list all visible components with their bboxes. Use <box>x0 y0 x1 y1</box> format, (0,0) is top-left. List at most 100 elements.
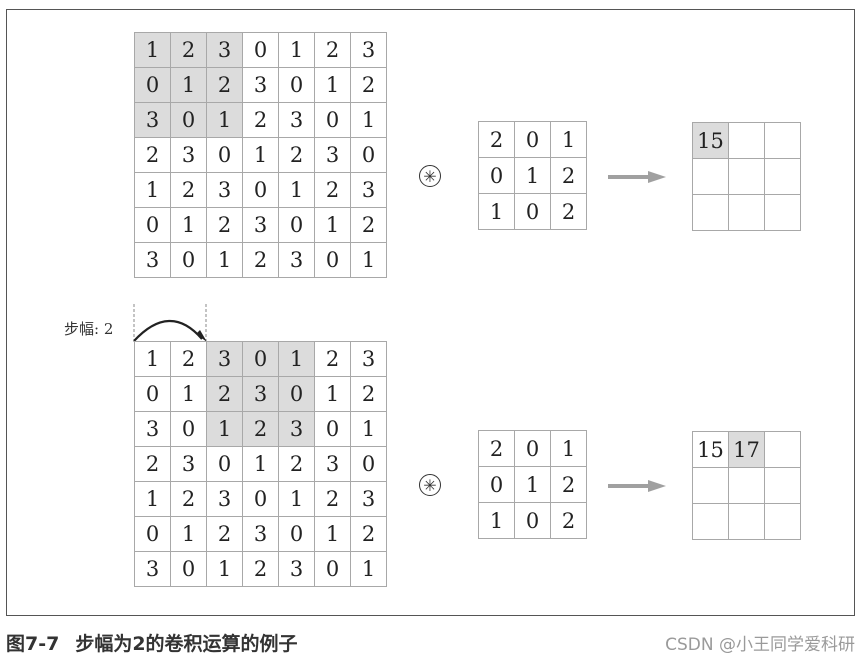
cell: 0 <box>134 207 171 243</box>
cell: 1 <box>206 242 243 278</box>
cell: 1 <box>278 481 315 517</box>
cell: 3 <box>314 446 351 482</box>
cell: 17 <box>728 431 765 468</box>
cell: 3 <box>242 207 279 243</box>
cell: 1 <box>206 411 243 447</box>
cell: 3 <box>278 411 315 447</box>
cell: 1 <box>134 172 171 208</box>
cell: 2 <box>278 446 315 482</box>
cell: 0 <box>314 242 351 278</box>
cell <box>764 467 801 504</box>
cell: 0 <box>206 137 243 173</box>
cell: 3 <box>134 551 171 587</box>
cell <box>764 503 801 540</box>
cell: 2 <box>550 502 587 539</box>
cell: 0 <box>242 481 279 517</box>
right-arrow-icon <box>608 171 666 183</box>
cell: 0 <box>478 157 515 194</box>
cell: 1 <box>314 376 351 412</box>
cell <box>764 431 801 468</box>
cell: 1 <box>242 446 279 482</box>
top-output-grid: 15 <box>692 122 801 231</box>
cell: 1 <box>350 551 387 587</box>
cell: 1 <box>350 102 387 138</box>
cell <box>764 158 801 195</box>
cell: 1 <box>514 466 551 503</box>
cell: 15 <box>692 122 729 159</box>
cell: 2 <box>350 67 387 103</box>
cell: 0 <box>350 137 387 173</box>
cell: 0 <box>242 172 279 208</box>
cell: 2 <box>478 121 515 158</box>
cell: 3 <box>278 551 315 587</box>
cell: 2 <box>478 430 515 467</box>
cell: 3 <box>350 481 387 517</box>
cell: 2 <box>242 242 279 278</box>
cell: 1 <box>170 67 207 103</box>
cell: 2 <box>206 516 243 552</box>
cell: 2 <box>134 137 171 173</box>
convolution-operator-icon: ✳ <box>419 474 441 496</box>
cell: 3 <box>206 172 243 208</box>
cell: 1 <box>478 193 515 230</box>
cell: 1 <box>278 172 315 208</box>
cell: 2 <box>314 172 351 208</box>
cell: 0 <box>514 430 551 467</box>
cell: 2 <box>350 376 387 412</box>
cell: 0 <box>278 376 315 412</box>
cell <box>728 122 765 159</box>
cell: 3 <box>206 341 243 377</box>
cell <box>692 467 729 504</box>
cell <box>692 194 729 231</box>
cell: 1 <box>134 481 171 517</box>
cell: 3 <box>170 446 207 482</box>
cell: 0 <box>278 516 315 552</box>
stride-arc-arrow-icon <box>133 304 207 342</box>
cell: 3 <box>314 137 351 173</box>
cell <box>764 122 801 159</box>
cell: 1 <box>206 102 243 138</box>
cell: 0 <box>278 67 315 103</box>
cell: 3 <box>350 32 387 68</box>
cell: 0 <box>478 466 515 503</box>
cell: 2 <box>550 157 587 194</box>
cell: 2 <box>314 32 351 68</box>
cell: 2 <box>350 516 387 552</box>
cell: 1 <box>170 376 207 412</box>
cell: 0 <box>350 446 387 482</box>
cell: 1 <box>242 137 279 173</box>
cell: 1 <box>278 341 315 377</box>
cell: 2 <box>314 341 351 377</box>
cell <box>728 467 765 504</box>
cell: 3 <box>242 516 279 552</box>
cell: 0 <box>242 341 279 377</box>
cell: 2 <box>242 102 279 138</box>
cell: 1 <box>550 121 587 158</box>
cell: 1 <box>350 242 387 278</box>
cell: 1 <box>314 207 351 243</box>
cell: 2 <box>206 376 243 412</box>
cell: 2 <box>206 67 243 103</box>
cell: 3 <box>134 242 171 278</box>
cell: 0 <box>134 516 171 552</box>
cell: 3 <box>170 137 207 173</box>
cell <box>728 194 765 231</box>
cell <box>728 158 765 195</box>
cell: 1 <box>514 157 551 194</box>
cell: 0 <box>134 67 171 103</box>
cell: 2 <box>550 466 587 503</box>
watermark: CSDN @小王同学爱科研 <box>665 635 855 655</box>
cell: 1 <box>314 516 351 552</box>
figure-frame <box>6 9 855 616</box>
cell: 2 <box>170 32 207 68</box>
stride-label: 步幅: 2 <box>64 320 114 338</box>
cell: 1 <box>170 207 207 243</box>
cell: 0 <box>170 411 207 447</box>
cell: 3 <box>278 102 315 138</box>
cell: 3 <box>206 481 243 517</box>
right-arrow-icon <box>608 480 666 492</box>
cell: 3 <box>350 341 387 377</box>
